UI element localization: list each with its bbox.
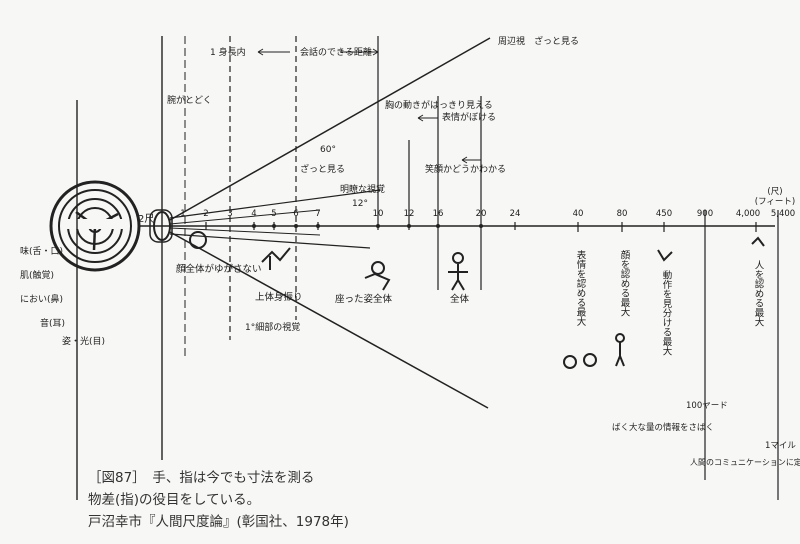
sense-label: におい(鼻) xyxy=(20,293,63,305)
chest-label: 胸の動きがはっきり見える xyxy=(385,99,493,111)
tick-label: 10 xyxy=(373,209,384,219)
body-label-whole: 全体 xyxy=(450,293,470,305)
mile-note: 人間のコミュニケーションに定分役立つ(けむり、のろし) xyxy=(690,457,800,467)
sense-label: 味(舌・口) xyxy=(20,245,63,257)
arm-reach-label: 1 身長内 xyxy=(210,46,246,58)
tick-label: 2 xyxy=(203,209,208,219)
tick-label: 4 xyxy=(251,209,256,219)
far-label-expr: 表情を認める最大 xyxy=(575,249,587,327)
far-label-face: 顔を認める最大 xyxy=(619,249,631,317)
small-mark-label: 2尺 xyxy=(138,213,154,225)
tick-label: 7 xyxy=(315,209,320,219)
expression-label: 表情がぼける xyxy=(442,111,496,123)
angle1-label: 1°細部の視覚 xyxy=(245,321,300,333)
clear-vision-label: 明瞭な視覚 xyxy=(340,183,385,195)
sense-label: 姿・光(目) xyxy=(62,335,105,347)
angle12-label: 12° xyxy=(352,199,368,209)
tick-label: 6 xyxy=(293,209,298,219)
tick-label: 80 xyxy=(617,209,628,219)
tick-label: 1 xyxy=(180,209,185,219)
mile-label: 1マイル xyxy=(765,441,796,451)
yard-label: 100ヤード xyxy=(686,401,728,411)
hand-reach-label: 腕がとどく xyxy=(167,94,212,106)
figure-icon xyxy=(189,231,765,369)
tick-label: 450 xyxy=(656,209,672,219)
tick-label: 4,000 xyxy=(736,209,760,219)
tick-label: 40 xyxy=(573,209,584,219)
tick-label: 900 xyxy=(697,209,713,219)
far-label-motion: 動作を見分ける最大 xyxy=(661,270,673,356)
angle60-label: 60° xyxy=(320,145,336,155)
far-label-person: 人を認める最大 xyxy=(753,260,765,327)
conversation-label: 会話のできる距離 xyxy=(300,46,372,58)
smile-label: 笑顔かどうかわかる xyxy=(425,163,506,175)
sense-label: 音(耳) xyxy=(40,317,65,329)
caption-line-1: ［図87］ 手、指は今でも寸法を測る xyxy=(88,470,315,486)
eye-icon xyxy=(49,180,141,272)
tick-label: 16 xyxy=(433,209,444,219)
feet-label: (フィート) xyxy=(755,197,795,207)
tick-label: 5 xyxy=(271,209,276,219)
tick-label: 12 xyxy=(404,209,415,219)
sense-label: 肌(触覚) xyxy=(20,269,54,281)
caption-line-2: 物差(指)の役目をしている。 xyxy=(88,492,261,508)
peripheral-label: 周辺視 ざっと見る xyxy=(498,35,579,47)
tick-label: 5,400 xyxy=(771,209,795,219)
body-label-seated: 座った姿全体 xyxy=(335,293,393,305)
tick-label: 3 xyxy=(227,209,232,219)
body-label-face: 顔全体がゆがさない xyxy=(176,263,262,275)
tick-label: 24 xyxy=(510,209,521,219)
body-label-upper: 上体身振り xyxy=(255,291,303,303)
units-label: (尺) xyxy=(767,187,782,197)
caption-line-3: 戸沼幸市『人間尺度論』(彰国社、1978年) xyxy=(88,514,349,530)
glance-label: ざっと見る xyxy=(300,163,345,175)
tick-label: 20 xyxy=(476,209,487,219)
yard-note: ばく大な量の情報をさばく xyxy=(612,422,714,433)
